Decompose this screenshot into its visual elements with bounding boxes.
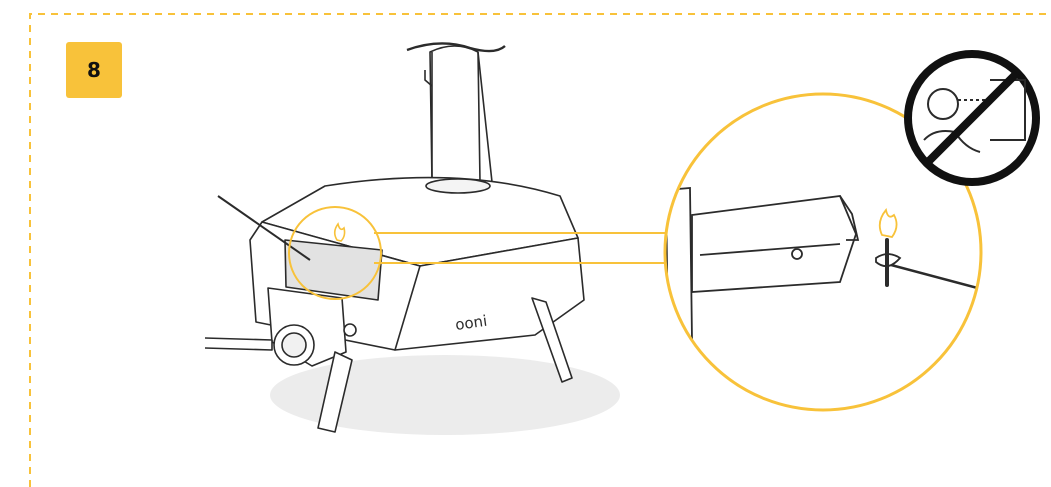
step-number: 8 xyxy=(87,58,101,82)
callout-source-circle xyxy=(288,206,382,300)
front-leg xyxy=(317,351,353,433)
match-stick-left xyxy=(217,195,311,261)
oven-brand-label: ooni xyxy=(454,312,488,334)
oven-mouth xyxy=(284,239,383,301)
step-number-badge: 8 xyxy=(66,42,122,98)
flame-icon xyxy=(333,222,346,242)
floor-shadow xyxy=(270,355,620,435)
back-leg xyxy=(531,297,573,383)
zoom-flame-icon xyxy=(878,207,898,238)
gas-hose xyxy=(204,337,273,351)
zoom-match-stick xyxy=(879,260,981,292)
zoom-burner xyxy=(691,195,857,293)
